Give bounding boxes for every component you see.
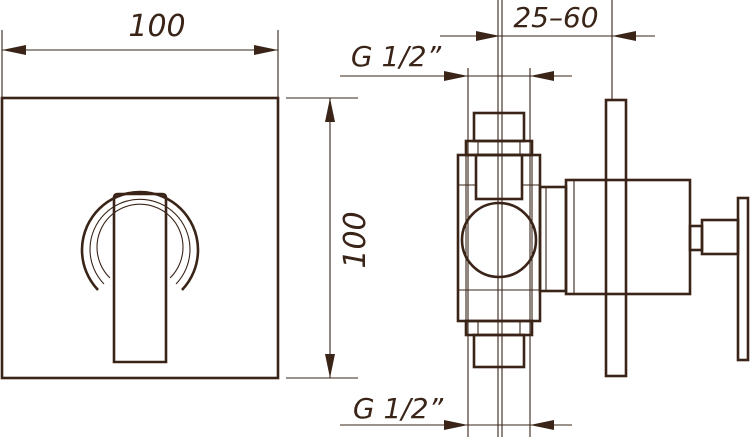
depth-label: 25–60 <box>513 1 598 34</box>
depth-arrow-left <box>476 31 500 41</box>
front-width-arrow-right <box>254 45 278 55</box>
thread-top-arrow-right <box>530 71 554 81</box>
front-view: 100 100 <box>0 9 373 380</box>
thread-bottom-arrow-right <box>530 420 554 430</box>
bottom-hex-nut <box>464 319 534 337</box>
lever-side <box>736 196 750 362</box>
side-view: 25–60 G 1/2” G 1/2” <box>340 0 750 437</box>
spindle <box>688 224 704 252</box>
valve-body <box>456 153 542 323</box>
front-height-arrow-bottom <box>325 354 335 378</box>
front-height-label: 100 <box>338 211 373 268</box>
handle-hub <box>700 218 740 256</box>
depth-arrow-right <box>612 31 636 41</box>
top-nipple <box>472 111 526 143</box>
thread-bottom-arrow-left <box>444 420 468 430</box>
thread-top-label: G 1/2” <box>351 40 442 73</box>
valve-ball <box>460 201 538 279</box>
thread-bottom-label: G 1/2” <box>353 392 444 425</box>
front-width-arrow-left <box>2 45 26 55</box>
wall-plate-side <box>604 98 628 378</box>
valve-upper-block <box>474 153 524 201</box>
front-plate <box>0 96 280 380</box>
front-height-arrow-top <box>325 98 335 122</box>
thread-top-arrow-left <box>444 71 468 81</box>
cartridge-housing <box>564 178 692 296</box>
bottom-nipple <box>472 333 526 369</box>
top-hex-nut <box>464 139 534 157</box>
front-width-label: 100 <box>128 9 185 44</box>
valve-neck <box>538 185 568 293</box>
lever-handle <box>112 192 168 364</box>
handle-ring <box>80 190 200 291</box>
